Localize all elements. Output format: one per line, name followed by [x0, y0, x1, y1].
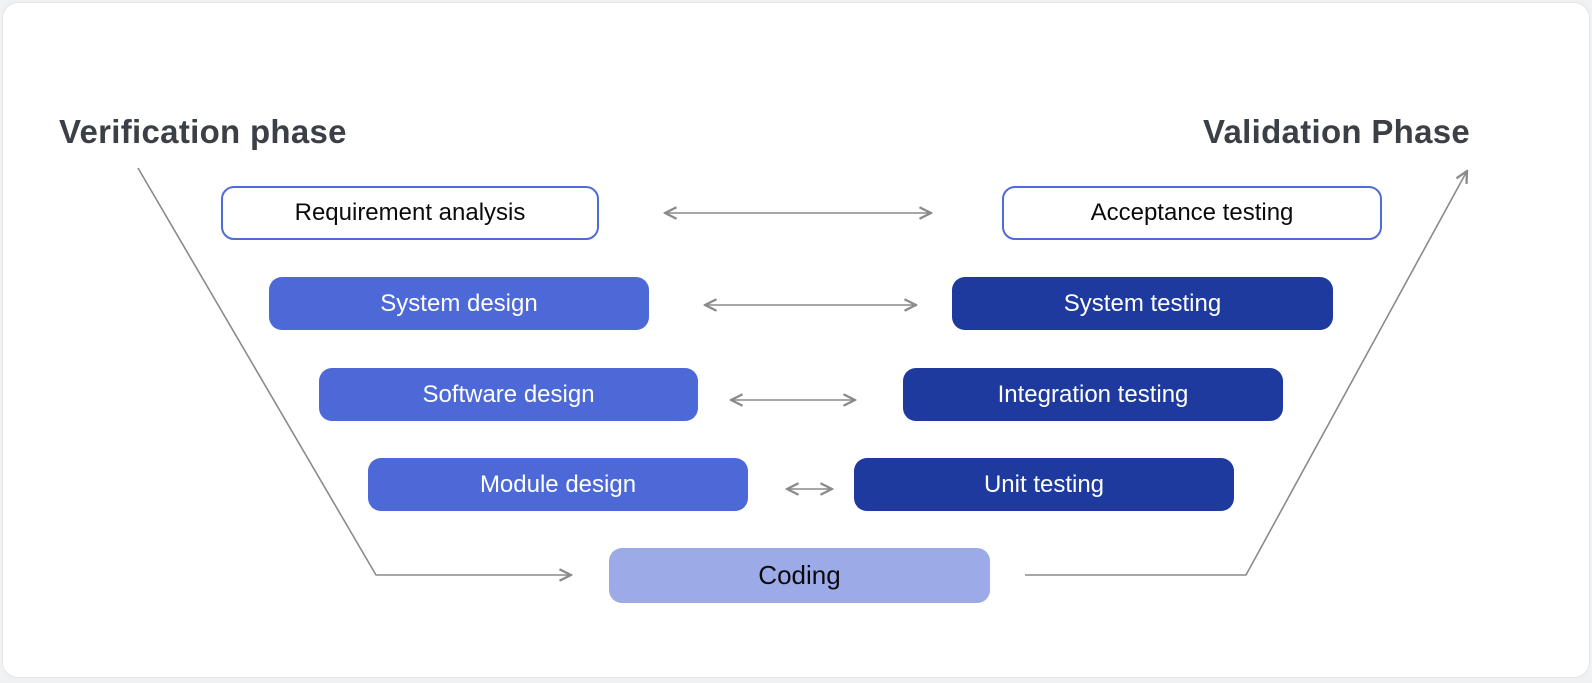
integration-testing-label: Integration testing [997, 380, 1189, 408]
system-design-box: System design [269, 277, 649, 330]
module-design-box: Module design [368, 458, 748, 511]
software-design-box: Software design [319, 368, 698, 421]
system-design-label: System design [380, 289, 538, 317]
acceptance-testing-box: Acceptance testing [1002, 186, 1382, 240]
unit-testing-box: Unit testing [854, 458, 1234, 511]
unit-testing-label: Unit testing [983, 470, 1105, 498]
integration-testing-box: Integration testing [903, 368, 1283, 421]
coding-label: Coding [758, 560, 841, 590]
system-testing-label: System testing [1063, 289, 1222, 317]
requirement-analysis-box: Requirement analysis [221, 186, 599, 240]
system-testing-box: System testing [952, 277, 1333, 330]
coding-box: Coding [609, 548, 990, 603]
module-design-label: Module design [479, 470, 637, 498]
verification-phase-title: Verification phase [59, 113, 347, 150]
software-design-label: Software design [422, 380, 595, 408]
validation-phase-title: Validation Phase [1203, 113, 1471, 150]
requirement-analysis-label: Requirement analysis [294, 199, 526, 226]
acceptance-testing-label: Acceptance testing [1090, 199, 1294, 226]
